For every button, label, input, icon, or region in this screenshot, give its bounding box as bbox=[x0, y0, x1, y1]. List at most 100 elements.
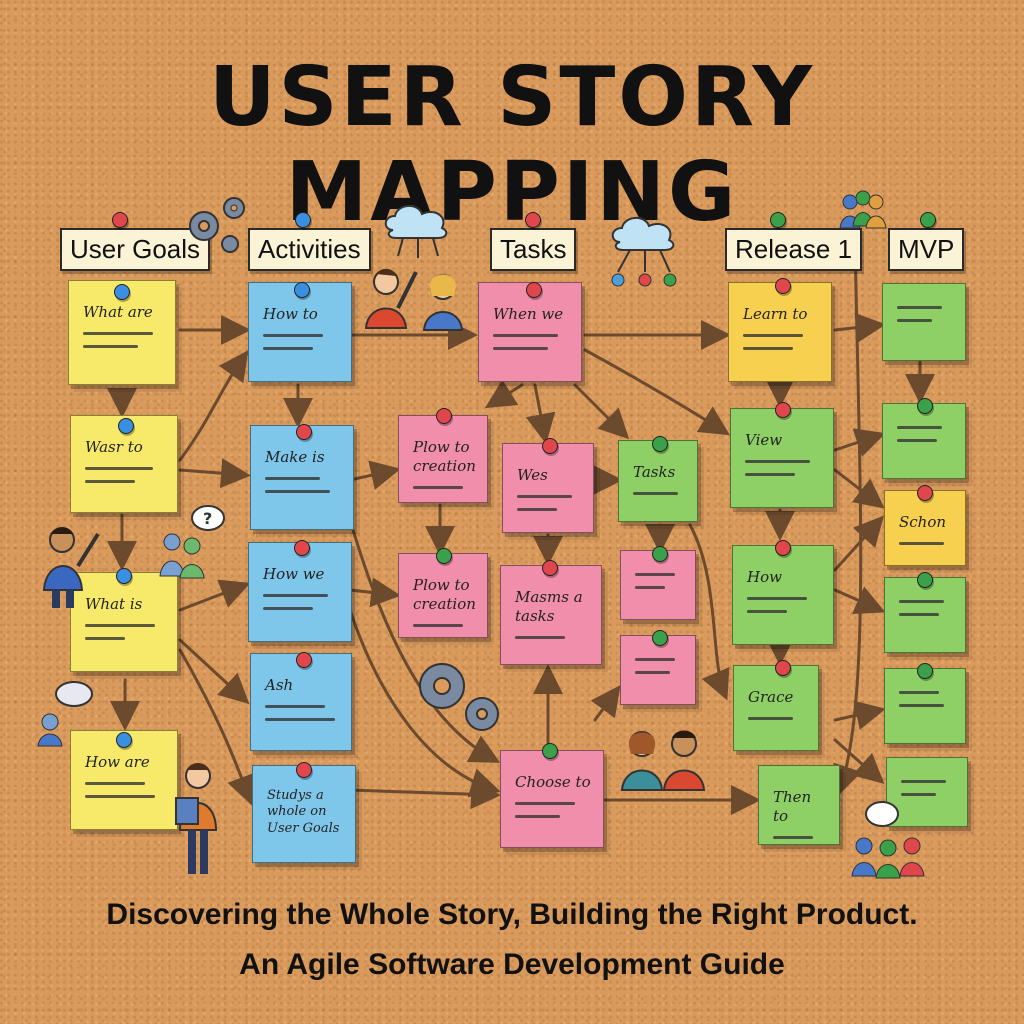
sticky-note: View bbox=[730, 408, 834, 508]
note-text: Plow to creation bbox=[413, 576, 476, 613]
pin-icon bbox=[526, 282, 542, 298]
arrow bbox=[833, 468, 885, 509]
sticky-note: How we bbox=[248, 542, 352, 642]
sticky-note: Plow to creation bbox=[398, 553, 488, 638]
pin-icon bbox=[652, 546, 668, 562]
note-text: Ash bbox=[265, 676, 294, 694]
pin-icon bbox=[436, 548, 452, 564]
chat-people-icon bbox=[851, 801, 925, 879]
pin-icon bbox=[652, 630, 668, 646]
arrow bbox=[833, 515, 885, 572]
people-team-icon bbox=[364, 268, 464, 331]
note-text: How are bbox=[85, 753, 150, 771]
pin-icon bbox=[116, 732, 132, 748]
pin-icon bbox=[296, 652, 312, 668]
sticky-note: Choose to bbox=[500, 750, 604, 848]
pin-icon bbox=[294, 540, 310, 556]
thinking-person-icon bbox=[37, 681, 93, 747]
note-text: Schon bbox=[899, 513, 947, 531]
pin-icon bbox=[917, 663, 933, 679]
arrow bbox=[178, 648, 256, 806]
sticky-note: Ash bbox=[250, 653, 352, 751]
sticky-note: When we bbox=[478, 282, 582, 382]
sticky-note: Then to bbox=[758, 765, 840, 845]
note-text: Make is bbox=[265, 448, 325, 466]
arrow bbox=[348, 460, 401, 490]
pin-icon bbox=[917, 572, 933, 588]
gears-icon bbox=[189, 197, 245, 253]
sticky-note: How bbox=[732, 545, 834, 645]
note-text: Choose to bbox=[515, 773, 591, 791]
pin-icon bbox=[542, 743, 558, 759]
arrow bbox=[178, 350, 249, 462]
sticky-note bbox=[620, 635, 696, 705]
arrow bbox=[178, 638, 250, 705]
note-text: Masms a tasks bbox=[515, 588, 583, 625]
pin-icon bbox=[114, 284, 130, 300]
sticky-note: Make is bbox=[250, 425, 354, 530]
pin-icon bbox=[775, 278, 791, 294]
sticky-note bbox=[882, 283, 966, 361]
note-text: Grace bbox=[748, 688, 794, 706]
note-text: Wes bbox=[517, 466, 548, 484]
note-text: What are bbox=[83, 303, 153, 321]
note-text: View bbox=[745, 431, 783, 449]
arrow bbox=[583, 348, 731, 436]
sticky-note: What is bbox=[70, 572, 178, 672]
sticky-note: Schon bbox=[884, 490, 966, 566]
note-text: Tasks bbox=[633, 463, 676, 481]
two-people-icon bbox=[620, 730, 706, 791]
note-text: How to bbox=[263, 305, 318, 323]
arrow bbox=[833, 238, 863, 796]
pin-icon bbox=[652, 436, 668, 452]
header-user-goals: User Goals bbox=[60, 228, 211, 271]
svg-text:?: ? bbox=[203, 509, 212, 528]
pin-icon bbox=[436, 408, 452, 424]
note-text: Then to bbox=[773, 788, 812, 825]
presenter-icon bbox=[42, 527, 100, 608]
arrow bbox=[833, 586, 886, 614]
note-text: Studys a whole on User Goals bbox=[267, 788, 340, 836]
sticky-note bbox=[886, 757, 968, 827]
pin-icon bbox=[920, 212, 936, 228]
pin-icon bbox=[775, 540, 791, 556]
arrow bbox=[348, 577, 401, 608]
pin-icon bbox=[917, 398, 933, 414]
arrow bbox=[573, 383, 630, 440]
question-people-icon: ? bbox=[159, 505, 225, 579]
sticky-note: Studys a whole on User Goals bbox=[252, 765, 356, 863]
sticky-note: Tasks bbox=[618, 440, 698, 522]
pin-icon bbox=[112, 212, 128, 228]
header-release-1: Release 1 bbox=[725, 228, 863, 271]
cloud-network-icon bbox=[611, 217, 677, 287]
sticky-note: How to bbox=[248, 282, 352, 382]
sticky-note: Wes bbox=[502, 443, 594, 533]
pin-icon bbox=[770, 212, 786, 228]
note-text: What is bbox=[85, 595, 143, 613]
header-mvp: MVP bbox=[888, 228, 965, 271]
sticky-note: Plow to creation bbox=[398, 415, 488, 503]
sticky-note bbox=[884, 668, 966, 744]
note-text: Plow to creation bbox=[413, 438, 476, 475]
header-activities: Activities bbox=[248, 228, 371, 271]
sticky-note: Masms a tasks bbox=[500, 565, 602, 665]
pin-icon bbox=[542, 560, 558, 576]
arrow bbox=[178, 579, 251, 612]
note-text: How bbox=[747, 568, 782, 586]
pin-icon bbox=[542, 438, 558, 454]
sticky-note: Grace bbox=[733, 665, 819, 751]
arrow bbox=[688, 523, 730, 701]
pin-icon bbox=[118, 418, 134, 434]
pin-icon bbox=[775, 402, 791, 418]
pin-icon bbox=[116, 568, 132, 584]
sticky-note: Wasr to bbox=[70, 415, 178, 513]
arrow bbox=[590, 685, 621, 722]
pin-icon bbox=[917, 485, 933, 501]
sticky-note: Learn to bbox=[728, 282, 832, 382]
header-tasks: Tasks bbox=[490, 228, 577, 271]
pin-icon bbox=[296, 424, 312, 440]
arrow bbox=[178, 458, 251, 489]
pin-icon bbox=[525, 212, 541, 228]
person-tablet-icon bbox=[175, 763, 218, 874]
